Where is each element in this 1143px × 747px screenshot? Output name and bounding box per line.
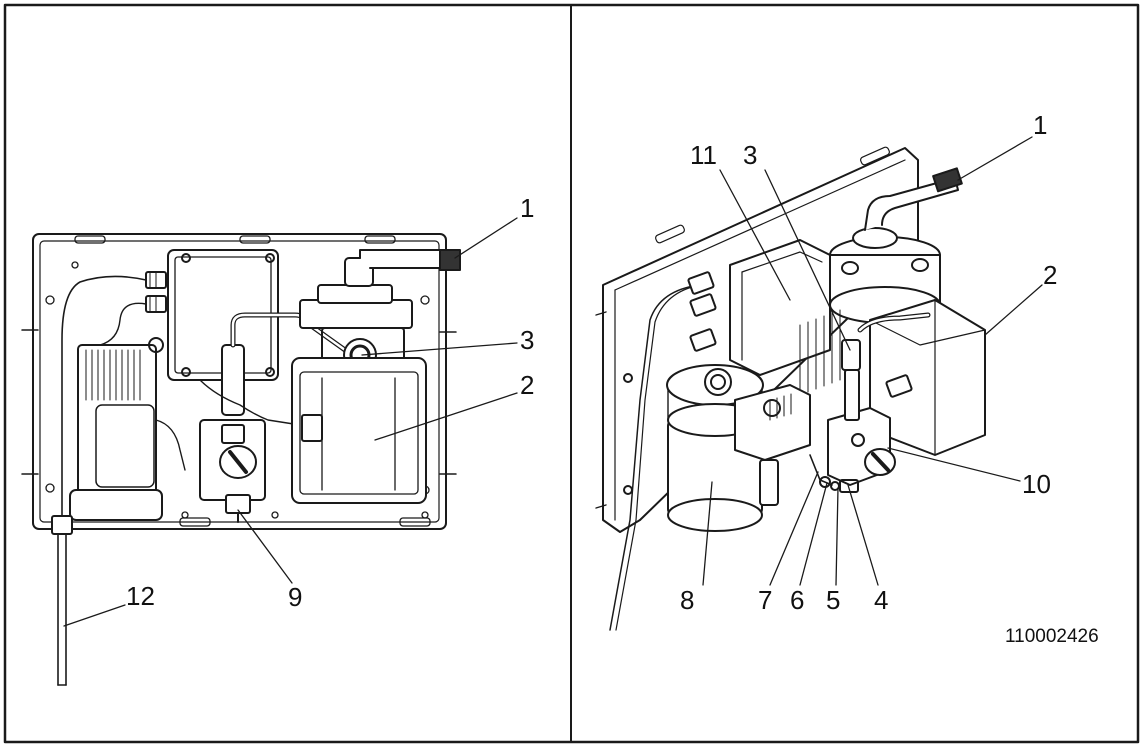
- callout-11-right: 11: [690, 140, 717, 170]
- callout-1-left: 1: [520, 193, 535, 223]
- callout-3-right: 3: [743, 140, 758, 170]
- callout-4-right: 4: [874, 585, 889, 615]
- callout-7-right: 7: [758, 585, 773, 615]
- left-leader-lines: [63, 217, 518, 627]
- right-view-drawing: [595, 146, 986, 631]
- callout-8-right: 8: [680, 585, 695, 615]
- callout-6-right: 6: [790, 585, 805, 615]
- callout-12-left: 12: [126, 581, 155, 611]
- callout-10-right: 10: [1022, 469, 1051, 499]
- left-pump-motor: [77, 344, 157, 496]
- right-leader-lines: [702, 136, 1043, 586]
- left-view-drawing: [21, 233, 461, 686]
- right-control-box: [729, 239, 831, 376]
- document-number: 110002426: [1005, 626, 1099, 647]
- callout-3-left: 3: [520, 325, 535, 355]
- callout-2-right: 2: [1043, 260, 1058, 290]
- callout-2-left: 2: [520, 370, 535, 400]
- callout-1-right: 1: [1033, 110, 1048, 140]
- callout-9-left: 9: [288, 582, 303, 612]
- left-water-tank: [291, 357, 427, 504]
- left-inlet-fitting: [439, 249, 461, 271]
- callout-5-right: 5: [826, 585, 841, 615]
